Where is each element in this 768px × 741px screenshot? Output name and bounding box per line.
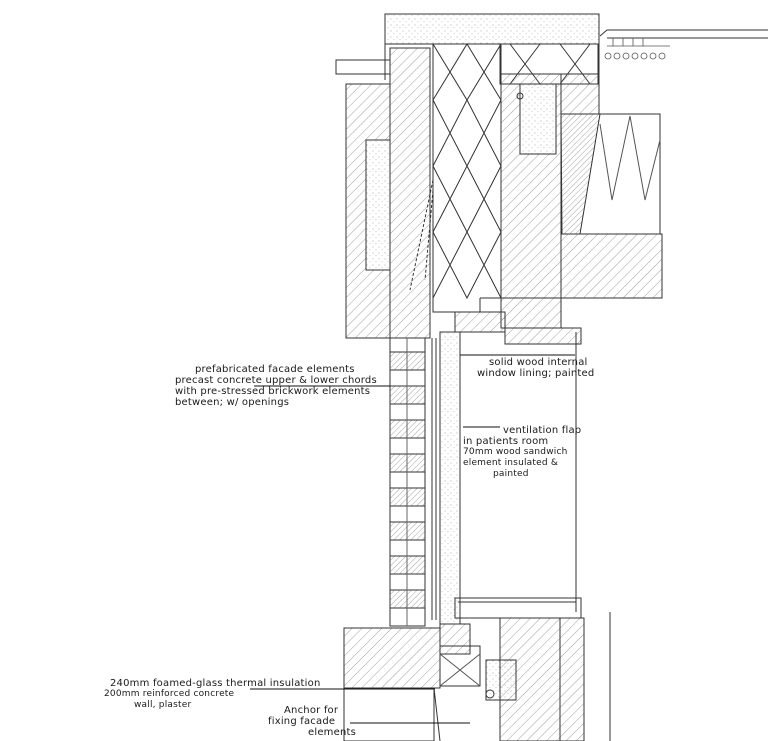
roof-parapet: [384, 13, 768, 80]
flap-line-5: painted: [493, 469, 529, 479]
brickwork-panel: [389, 337, 426, 627]
anchor-line-2: fixing facade: [268, 716, 336, 727]
floor-slab: [479, 113, 663, 312]
insulation-annotation: 240mm foamed-glass thermal insulation 20…: [104, 678, 321, 711]
parapet-tiles: [604, 38, 670, 60]
flap-line-2: in patients room: [463, 436, 549, 447]
anchor-line-3: elements: [308, 727, 357, 738]
anchor-annotation: Anchor for fixing facade elements: [268, 705, 356, 738]
facade-line-4: between; w/ openings: [175, 397, 290, 408]
ventilation-flap-annotation: ventilation flap in patients room 70mm w…: [463, 425, 581, 480]
lining-line-1: solid wood internal: [489, 357, 588, 368]
leader-lines: [250, 354, 575, 724]
upper-insulation-cavity: [409, 43, 599, 313]
lining-line-2: window lining; painted: [477, 368, 595, 379]
insulation-line-2: 200mm reinforced concrete: [104, 689, 235, 699]
lower-facade-chord: [343, 623, 481, 689]
facade-line-1: prefabricated facade elements: [195, 364, 355, 375]
flap-line-3: 70mm wood sandwich: [463, 447, 568, 457]
facade-line-3: with pre-stressed brickwork elements: [175, 386, 371, 397]
facade-line-2: precast concrete upper & lower chords: [175, 375, 377, 386]
facade-elements-annotation: prefabricated facade elements precast co…: [175, 364, 377, 408]
insulation-line-1: 240mm foamed-glass thermal insulation: [110, 678, 321, 689]
flap-line-1: ventilation flap: [503, 425, 582, 436]
flap-line-4: element insulated &: [463, 458, 559, 468]
upper-facade-chord: [335, 47, 431, 339]
window-lining-annotation: solid wood internal window lining; paint…: [477, 357, 594, 379]
insulation-line-3: wall, plaster: [134, 700, 192, 710]
upper-concrete-wall: [500, 73, 600, 329]
lower-concrete-wall: [343, 612, 611, 741]
anchor-line-1: Anchor for: [284, 705, 339, 716]
